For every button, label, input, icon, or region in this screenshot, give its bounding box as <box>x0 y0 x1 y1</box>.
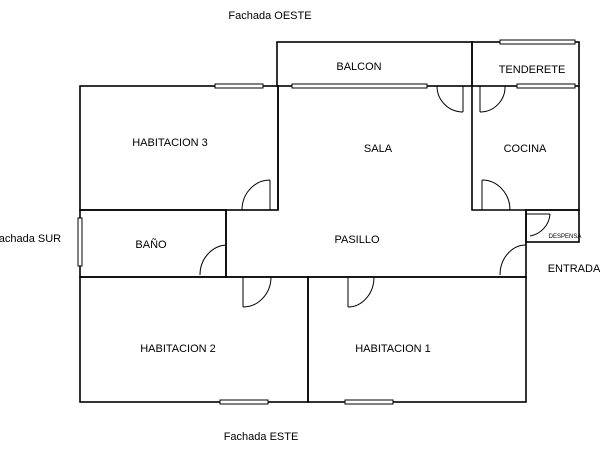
door-despensa <box>526 213 551 237</box>
labels: Fachada OESTE Fachada SUR Fachada ESTE E… <box>0 10 600 443</box>
room-label-habitacion3: HABITACION 3 <box>132 137 208 149</box>
room-label-habitacion2: HABITACION 2 <box>140 343 216 355</box>
window-bano <box>77 217 83 267</box>
window-habitacion3 <box>214 83 264 89</box>
despensa-wall <box>525 209 580 243</box>
window-habitacion1 <box>344 399 394 405</box>
window-sala <box>291 83 428 89</box>
door-habitacion1 <box>347 276 375 308</box>
room-label-despensa: DESPENSA <box>549 234 582 240</box>
window-tenderete <box>499 39 576 45</box>
door-tenderete <box>479 85 506 113</box>
habitacion1-wall <box>307 276 527 403</box>
facade-south-label: Fachada SUR <box>0 233 61 245</box>
entrance-label: ENTRADA <box>548 263 600 275</box>
facade-east-label: Fachada ESTE <box>224 431 299 443</box>
room-label-habitacion1: HABITACION 1 <box>355 343 431 355</box>
room-label-bano: BAÑO <box>135 238 167 251</box>
walls <box>79 41 580 403</box>
door-habitacion3 <box>241 179 271 211</box>
sala-right-wall <box>471 86 526 211</box>
window-habitacion2 <box>219 399 269 405</box>
habitacion2-wall <box>79 276 309 403</box>
door-bano <box>199 244 227 276</box>
room-label-balcon: BALCON <box>336 61 381 73</box>
room-label-tenderete: TENDERETE <box>499 64 566 76</box>
door-cocina <box>481 179 511 211</box>
window-cocina <box>516 83 576 89</box>
doors <box>199 85 551 308</box>
door-balcon <box>436 85 464 113</box>
windows <box>77 39 576 405</box>
door-habitacion2 <box>242 276 272 308</box>
room-label-sala: SALA <box>364 143 393 155</box>
facade-west-label: Fachada OESTE <box>228 10 311 22</box>
door-entrada <box>499 244 527 276</box>
room-label-cocina: COCINA <box>504 143 547 155</box>
room-label-pasillo: PASILLO <box>334 234 379 246</box>
